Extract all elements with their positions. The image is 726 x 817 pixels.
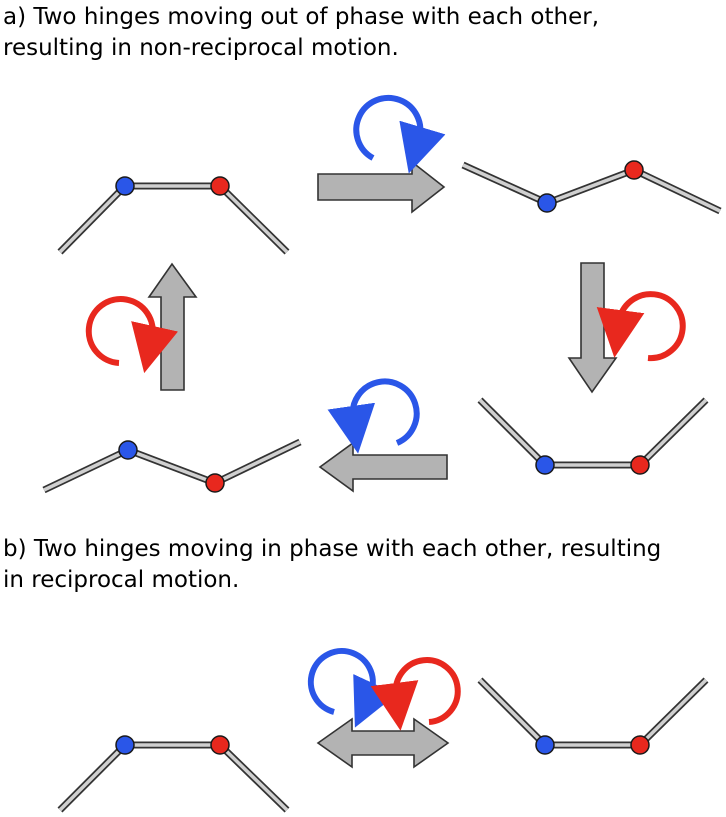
red-hinge [205, 473, 225, 493]
double-arrow-horizontal [316, 717, 450, 769]
swimmer-state-top-right [461, 160, 722, 215]
panel-b-caption: b) Two hinges moving in phase with each … [3, 534, 661, 596]
panel-a-caption-line-2: resulting in non-reciprocal motion. [3, 35, 399, 61]
swimmer-state-bottom-left [42, 438, 302, 494]
red-hinge [624, 160, 644, 180]
red-hinge [210, 176, 230, 196]
arrow-up [147, 262, 198, 391]
clockwise-rotation-blue-icon [353, 94, 446, 174]
clockwise-rotation-red-icon [85, 296, 179, 374]
counterclockwise-rotation-red-icon [596, 291, 686, 362]
panel-a-caption: a) Two hinges moving out of phase with e… [3, 2, 599, 64]
clockwise-rotation-blue-icon [307, 648, 397, 728]
panel-b-caption-line-1: b) Two hinges moving in phase with each … [3, 536, 662, 562]
arrow-left [318, 441, 448, 493]
blue-hinge [115, 176, 135, 196]
red-hinge [630, 455, 650, 475]
swimmer-state-in-phase-right [477, 677, 709, 755]
counterclockwise-rotation-red-icon [370, 657, 461, 731]
blue-hinge [118, 440, 138, 460]
red-hinge [630, 735, 650, 755]
swimmer-state-bottom-right [477, 397, 709, 475]
blue-hinge [535, 455, 555, 475]
panel-b-caption-line-2: in reciprocal motion. [3, 567, 240, 593]
swimmer-state-in-phase-left [57, 735, 290, 813]
blue-hinge [115, 735, 135, 755]
arrow-right [317, 160, 446, 214]
clockwise-rotation-blue-icon [327, 378, 420, 454]
blue-hinge [537, 193, 557, 213]
blue-hinge [535, 735, 555, 755]
arrow-down [567, 262, 618, 394]
panel-a-caption-line-1: a) Two hinges moving out of phase with e… [3, 4, 600, 30]
swimmer-state-top-left [57, 176, 290, 255]
red-hinge [210, 735, 230, 755]
